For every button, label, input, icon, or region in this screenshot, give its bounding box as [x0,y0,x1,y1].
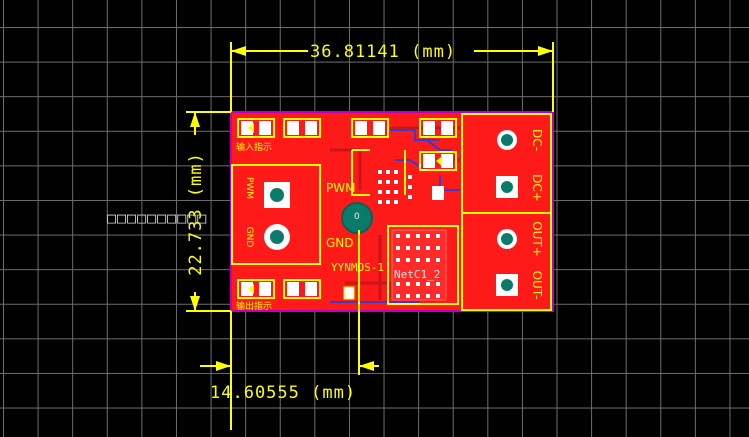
top-right-component[interactable] [419,118,457,138]
dimension-lines [186,42,554,430]
mosfet-footprint[interactable] [387,225,459,305]
output-indicator-label: 输出指示 [236,302,273,312]
mosfet-pad-grid[interactable] [378,170,412,204]
terminal-label-dc-plus: DC+ [530,174,544,202]
terminal-pad-dc-plus[interactable] [496,176,518,198]
terminal-label-dc-minus: DC- [530,129,544,151]
gnd-label: GND [326,236,354,250]
part-reference-label: YYNMOS-1 [331,261,384,274]
gnd-pad[interactable] [264,224,290,250]
center-via[interactable] [341,202,373,234]
terminal-block [461,113,552,311]
top-component-footprint[interactable] [351,118,389,138]
offset-dimension-label: 14.60555 (mm) [210,383,357,403]
terminal-pad-out-plus[interactable] [497,229,517,249]
terminal-label-out-plus: OUT+ [530,221,544,257]
terminal-pad-out-minus[interactable] [496,274,518,296]
input-indicator-label: 输入指示 [236,143,273,153]
pwm-vertical-label: PWM [244,176,254,200]
net-label: NetC1_2 [394,268,441,281]
output-led-footprint[interactable] [237,279,275,299]
terminal-pad-dc-minus[interactable] [497,130,517,150]
overlay-label: □□□□□□□□□□ [107,209,208,227]
capacitor-outline [351,149,406,196]
width-dimension-label: 36.81141 (mm) [310,42,457,62]
small-sot-footprint[interactable] [343,286,355,300]
diode-footprint[interactable] [419,151,457,171]
input-resistor-footprint[interactable] [283,118,321,138]
pwm-pad[interactable] [264,182,290,208]
small-cap-footprint[interactable] [432,186,444,200]
terminal-label-out-minus: OUT- [530,270,544,300]
output-resistor-footprint[interactable] [283,279,321,299]
pwm-label: PWM [326,181,356,195]
gnd-vertical-label: GND [244,226,254,248]
pwm-connector-outline [231,164,321,265]
via-label: 0 [354,212,360,222]
input-led-footprint[interactable] [237,118,275,138]
